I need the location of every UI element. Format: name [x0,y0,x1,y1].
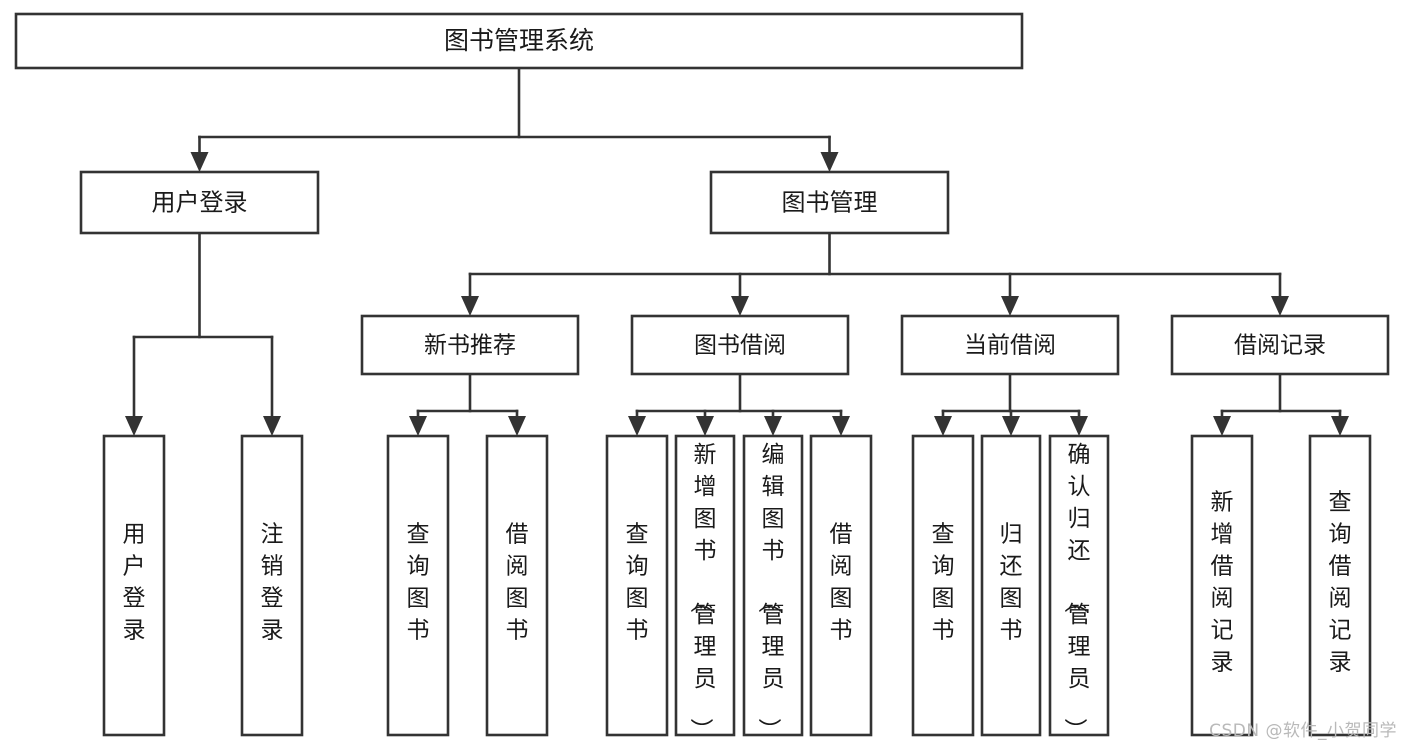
node-root[interactable]: 图书管理系统 [14,12,1024,70]
node-new-book-rec[interactable]: 新书推荐 [360,314,580,376]
node-box-leaf-add-record [1190,434,1254,737]
node-label-leaf-add-book: 新增图书（管理员） [688,442,717,741]
node-leaf-query-book-2[interactable]: 查询图书 [605,434,669,737]
node-label-leaf-logout: 注销登录 [261,522,284,644]
node-label-leaf-query-record: 查询借阅记录 [1329,490,1352,676]
node-book-manage[interactable]: 图书管理 [709,170,950,235]
node-box-book-borrow [630,314,850,376]
csdn-watermark: CSDN @软件_小贺同学 [1209,721,1397,741]
node-leaf-query-book-3[interactable]: 查询图书 [911,434,975,737]
node-box-leaf-logout [240,434,304,737]
book-manage-arrow-2 [1001,296,1019,316]
node-label-book-manage: 图书管理 [782,189,878,217]
node-label-leaf-borrow-book-2: 借阅图书 [830,522,853,644]
book-borrow-arrow-3 [832,416,850,436]
node-label-leaf-query-book-3: 查询图书 [932,522,955,644]
node-box-leaf-confirm-return [1048,434,1110,737]
current-borrow-arrow-0 [934,416,952,436]
node-leaf-borrow-book-2[interactable]: 借阅图书 [809,434,873,737]
connector-layer [125,66,1349,436]
book-borrow-arrow-0 [628,416,646,436]
node-label-leaf-query-book-1: 查询图书 [407,522,430,644]
node-box-leaf-query-book-1 [386,434,450,737]
node-box-leaf-return-book [980,434,1042,737]
node-label-root: 图书管理系统 [444,26,594,55]
new-book-rec-arrow-0 [409,416,427,436]
node-box-leaf-query-book-3 [911,434,975,737]
node-box-leaf-query-book-2 [605,434,669,737]
node-leaf-user-login[interactable]: 用户登录 [102,434,166,737]
node-box-current-borrow [900,314,1120,376]
book-borrow-arrow-2 [764,416,782,436]
node-user-login[interactable]: 用户登录 [79,170,320,235]
book-manage-arrow-0 [461,296,479,316]
node-box-borrow-record [1170,314,1390,376]
node-leaf-query-record[interactable]: 查询借阅记录 [1308,434,1372,737]
node-leaf-confirm-return[interactable]: 确认归还（管理员） [1048,434,1110,741]
node-leaf-borrow-book-1[interactable]: 借阅图书 [485,434,549,737]
book-manage-arrow-1 [731,296,749,316]
node-box-new-book-rec [360,314,580,376]
current-borrow-arrow-1 [1002,416,1020,436]
user-login-arrow-0 [125,416,143,436]
node-current-borrow[interactable]: 当前借阅 [900,314,1120,376]
node-leaf-edit-book[interactable]: 编辑图书（管理员） [742,434,804,741]
node-box-leaf-query-record [1308,434,1372,737]
node-label-current-borrow: 当前借阅 [964,333,1056,359]
book-manage-arrow-3 [1271,296,1289,316]
node-label-leaf-edit-book: 编辑图书（管理员） [756,442,785,741]
node-box-book-manage [709,170,950,235]
node-label-leaf-return-book: 归还图书 [1000,522,1023,644]
node-label-leaf-borrow-book-1: 借阅图书 [506,522,529,644]
node-leaf-return-book[interactable]: 归还图书 [980,434,1042,737]
borrow-record-arrow-1 [1331,416,1349,436]
node-box-user-login [79,170,320,235]
node-label-leaf-query-book-2: 查询图书 [626,522,649,644]
root-arrow-1 [820,152,839,172]
node-box-root [14,12,1024,70]
borrow-record-arrow-0 [1213,416,1231,436]
node-box-leaf-edit-book [742,434,804,737]
node-label-book-borrow: 图书借阅 [694,333,786,359]
node-box-leaf-borrow-book-2 [809,434,873,737]
node-label-new-book-rec: 新书推荐 [424,333,516,359]
node-box-leaf-user-login [102,434,166,737]
user-login-arrow-1 [263,416,281,436]
node-label-leaf-user-login: 用户登录 [123,522,146,644]
node-book-borrow[interactable]: 图书借阅 [630,314,850,376]
node-box-leaf-add-book [674,434,736,737]
current-borrow-arrow-2 [1070,416,1088,436]
book-borrow-arrow-1 [696,416,714,436]
node-label-leaf-add-record: 新增借阅记录 [1211,490,1234,676]
node-layer: 图书管理系统用户登录图书管理新书推荐图书借阅当前借阅借阅记录用户登录注销登录查询… [14,12,1390,741]
node-label-user-login: 用户登录 [152,189,248,217]
node-leaf-logout[interactable]: 注销登录 [240,434,304,737]
node-borrow-record[interactable]: 借阅记录 [1170,314,1390,376]
node-leaf-query-book-1[interactable]: 查询图书 [386,434,450,737]
node-leaf-add-book[interactable]: 新增图书（管理员） [674,434,736,741]
root-arrow-0 [190,152,209,172]
node-label-borrow-record: 借阅记录 [1234,333,1326,359]
node-label-leaf-confirm-return: 确认归还（管理员） [1062,442,1091,741]
new-book-rec-arrow-1 [508,416,526,436]
node-box-leaf-borrow-book-1 [485,434,549,737]
node-leaf-add-record[interactable]: 新增借阅记录 [1190,434,1254,737]
